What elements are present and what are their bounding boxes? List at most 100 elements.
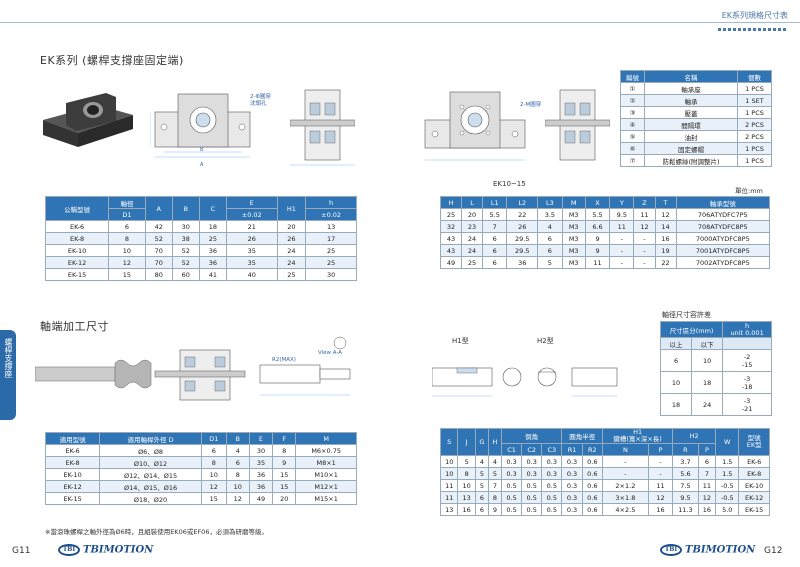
shaft-right-header: H bbox=[488, 428, 502, 456]
view-aa-label: View A-A bbox=[318, 350, 343, 356]
table-cell: 30 bbox=[171, 220, 200, 233]
table-cell: Ø18、Ø20 bbox=[99, 492, 202, 505]
table-cell: 2 PCS bbox=[737, 130, 772, 143]
tol-h: h bbox=[745, 321, 750, 330]
spec-left-subheader: ±0.02 bbox=[305, 208, 357, 221]
table-cell: 16 bbox=[647, 503, 674, 516]
brand-name: TBIMOTION bbox=[685, 544, 756, 556]
tol-cell: 18 bbox=[659, 393, 693, 416]
table-cell: 7.5 bbox=[672, 479, 699, 492]
table-cell: EK-15 bbox=[738, 503, 770, 516]
table-cell: 36 bbox=[248, 480, 274, 493]
table-cell: 8 bbox=[457, 467, 476, 480]
tol-value: -2-15 bbox=[722, 349, 772, 372]
hole-note-1: 2-Φ圓穿 bbox=[250, 94, 271, 100]
table-cell: - bbox=[609, 232, 635, 245]
shaft-right-header: J bbox=[457, 428, 476, 456]
tol-cell: 10 bbox=[691, 349, 724, 372]
table-cell: 10 bbox=[439, 467, 459, 480]
table-cell: 12 bbox=[647, 491, 674, 504]
spec-right-header: T bbox=[654, 196, 677, 209]
table-cell: Ø10、Ø12 bbox=[99, 456, 202, 469]
table-cell: 11 bbox=[584, 256, 611, 269]
table-cell: 2×1.2 bbox=[602, 479, 649, 492]
table-cell: 6 bbox=[482, 232, 508, 245]
table-cell: 26 bbox=[276, 232, 307, 245]
table-cell: 8 bbox=[108, 232, 146, 245]
table-cell: 防鬆螺絲(附調整片) bbox=[644, 154, 738, 167]
table-cell: 0.3 bbox=[561, 491, 583, 504]
table-cell: 24 bbox=[461, 232, 484, 245]
table-cell: 35 bbox=[248, 456, 274, 469]
shaft-right-header: S bbox=[439, 428, 459, 456]
table-cell: 軸承 bbox=[644, 94, 738, 107]
table-cell: EK-8 bbox=[44, 232, 110, 245]
tol-unit: unit 0.001 bbox=[730, 328, 764, 337]
table-cell: 壓蓋 bbox=[644, 106, 738, 119]
spec-left-header: h bbox=[305, 196, 357, 209]
table-cell: 油封 bbox=[644, 130, 738, 143]
table-cell: 25 bbox=[198, 232, 227, 245]
svg-text:B: B bbox=[200, 147, 204, 153]
ek10-side-drawing bbox=[545, 89, 610, 161]
table-cell: 0.5 bbox=[521, 503, 543, 516]
brand-name: TBIMOTION bbox=[83, 544, 154, 556]
table-cell: 0.3 bbox=[561, 455, 583, 468]
table-cell: 9.5 bbox=[672, 491, 699, 504]
table-cell: 9 bbox=[488, 503, 502, 516]
table-cell: 15 bbox=[272, 468, 297, 481]
table-cell: 12 bbox=[225, 492, 250, 505]
table-cell: 6 bbox=[697, 455, 717, 468]
table-cell: 29.5 bbox=[506, 232, 539, 245]
tol-upper: -3 bbox=[743, 374, 751, 383]
table-cell: 24 bbox=[276, 256, 307, 269]
table-cell: 11 bbox=[697, 479, 717, 492]
table-cell: 22 bbox=[654, 256, 677, 269]
table-cell: 708ATYDFC8P5 bbox=[675, 220, 771, 233]
table-cell: 10 bbox=[108, 244, 146, 257]
table-cell: 5 bbox=[537, 256, 563, 269]
table-cell: 4 bbox=[488, 455, 502, 468]
table-cell: M3 bbox=[561, 208, 586, 221]
table-cell: 43 bbox=[439, 232, 463, 245]
table-cell: 6 bbox=[482, 256, 508, 269]
tol-value: -3-21 bbox=[722, 393, 772, 416]
keyway-drawings bbox=[432, 367, 618, 397]
shaft-left-header: M bbox=[295, 432, 357, 445]
table-cell: 19 bbox=[654, 244, 677, 257]
spec-left-subheader: D1 bbox=[108, 208, 146, 221]
table-cell: 1 PCS bbox=[737, 82, 772, 95]
table-cell: 6 bbox=[474, 503, 490, 516]
spec-right-header: X bbox=[584, 196, 611, 209]
table-cell: 12 bbox=[633, 220, 656, 233]
hole-note-2: 沈頭孔 bbox=[250, 101, 267, 107]
table-cell: 7000ATYDFC8P5 bbox=[675, 232, 771, 245]
shaft-right-sub: N bbox=[602, 443, 649, 456]
table-cell: 11 bbox=[439, 491, 459, 504]
table-cell: 23 bbox=[461, 220, 484, 233]
table-cell: 5.5 bbox=[482, 208, 508, 221]
table-cell: 17 bbox=[305, 232, 357, 245]
side-tab[interactable] bbox=[0, 330, 16, 420]
product-photo bbox=[43, 93, 133, 147]
shaft-right-header: 圓角半徑 bbox=[561, 428, 604, 444]
table-cell: 4 bbox=[474, 455, 490, 468]
spec-left-header: 公稱型號 bbox=[44, 196, 110, 221]
hole-note-3: 2-M圓穿 bbox=[520, 102, 542, 108]
table-cell: 12 bbox=[654, 208, 677, 221]
table-cell: 7001ATYDFC8P5 bbox=[675, 244, 771, 257]
table-cell: 14 bbox=[654, 220, 677, 233]
table-cell: 16 bbox=[457, 503, 476, 516]
spec-right-header: 軸承型號 bbox=[675, 196, 771, 209]
table-cell: -0.5 bbox=[715, 491, 740, 504]
table-cell: 6.6 bbox=[584, 220, 611, 233]
